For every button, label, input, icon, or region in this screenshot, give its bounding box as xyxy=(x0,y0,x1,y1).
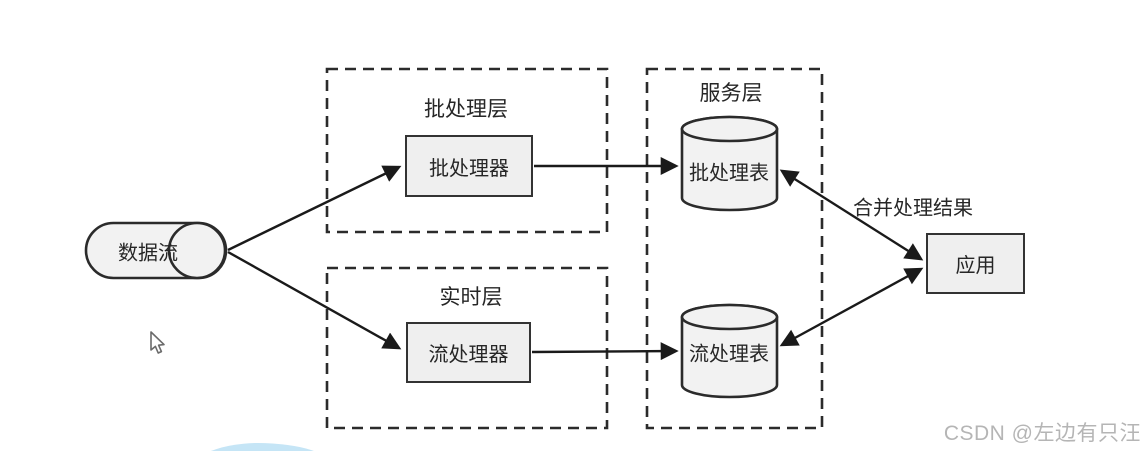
batch-table-label: 批处理表 xyxy=(689,162,769,185)
arrow-stream-table-to-app xyxy=(779,267,924,347)
stream-table-label: 流处理表 xyxy=(689,343,769,366)
merge-results-label: 合并处理结果 xyxy=(853,197,973,220)
serving-layer-title: 服务层 xyxy=(699,82,763,105)
stream-table-cylinder-shape xyxy=(680,303,779,399)
arrow-source-to-stream-processor xyxy=(227,250,402,350)
data-stream-cylinder-shape xyxy=(84,221,228,280)
mouse-cursor-icon xyxy=(150,331,165,354)
batch-processor-box: 批处理器 xyxy=(405,135,533,197)
app-box: 应用 xyxy=(926,233,1025,294)
app-label: 应用 xyxy=(955,255,996,277)
arrow-stream-processor-to-stream-table xyxy=(531,342,679,361)
stream-processor-label: 流处理器 xyxy=(428,344,509,366)
arrow-batch-table-to-app xyxy=(779,169,924,261)
data-stream-label: 数据流 xyxy=(118,242,178,265)
blue-blob-decoration xyxy=(183,443,333,451)
arrow-source-to-batch-processor xyxy=(227,165,402,252)
batch-table-cylinder-shape xyxy=(680,115,779,212)
speed-layer-title: 实时层 xyxy=(439,286,503,309)
watermark-text: CSDN @左边有只汪 xyxy=(943,422,1141,445)
stream-processor-box: 流处理器 xyxy=(406,322,531,383)
batch-processor-label: 批处理器 xyxy=(429,157,509,180)
serving-layer-frame xyxy=(645,67,824,430)
batch-layer-frame xyxy=(325,67,609,234)
speed-layer-frame xyxy=(325,266,609,430)
batch-layer-title: 批处理层 xyxy=(424,98,508,121)
